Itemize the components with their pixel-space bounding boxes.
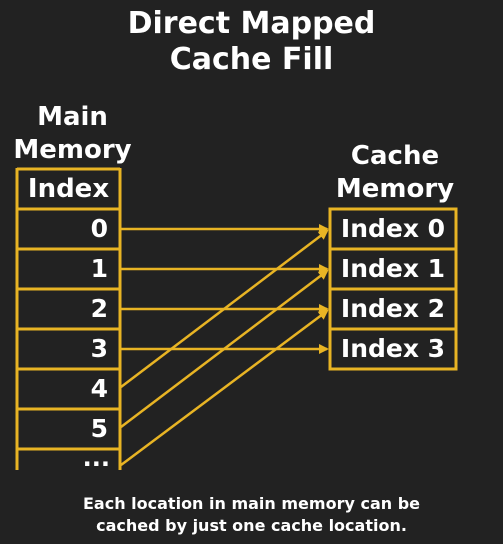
main-memory-row-5: 5 xyxy=(90,414,108,443)
cache-memory-heading-line-1: Cache xyxy=(350,141,440,171)
main-memory-heading-line-2: Memory xyxy=(13,135,132,165)
caption-line-1: Each location in main memory can be xyxy=(83,494,420,513)
main-memory-row-2: 2 xyxy=(90,294,108,323)
cache-memory-row-0: Index 0 xyxy=(340,214,446,243)
main-memory-table xyxy=(15,167,122,470)
main-memory-heading-line-1: Main xyxy=(37,102,108,132)
cache-memory-row-3: Index 3 xyxy=(340,334,446,363)
arrow-5-to-index-1 xyxy=(120,269,329,428)
main-memory-row-1: 1 xyxy=(90,254,108,283)
main-memory-row-3: 3 xyxy=(90,334,108,363)
arrow-4-to-index-0 xyxy=(120,229,329,388)
main-memory-continuation: ... xyxy=(82,444,110,472)
cache-memory-heading-line-2: Memory xyxy=(335,174,455,204)
cache-memory-table xyxy=(328,207,458,371)
arrow-more-to-index-2 xyxy=(120,309,329,467)
caption-line-2: cached by just one cache location. xyxy=(96,516,407,535)
cache-memory-row-1: Index 1 xyxy=(340,254,446,283)
main-memory-row-4: 4 xyxy=(90,374,108,403)
diagram-title-line-2: Cache Fill xyxy=(169,42,334,77)
main-memory-row-0: 0 xyxy=(90,214,108,243)
cache-memory-row-2: Index 2 xyxy=(340,294,446,323)
mapping-arrows xyxy=(120,224,329,467)
main-memory-column-header: Index xyxy=(27,174,110,204)
diagram-title-line-1: Direct Mapped xyxy=(127,6,376,41)
